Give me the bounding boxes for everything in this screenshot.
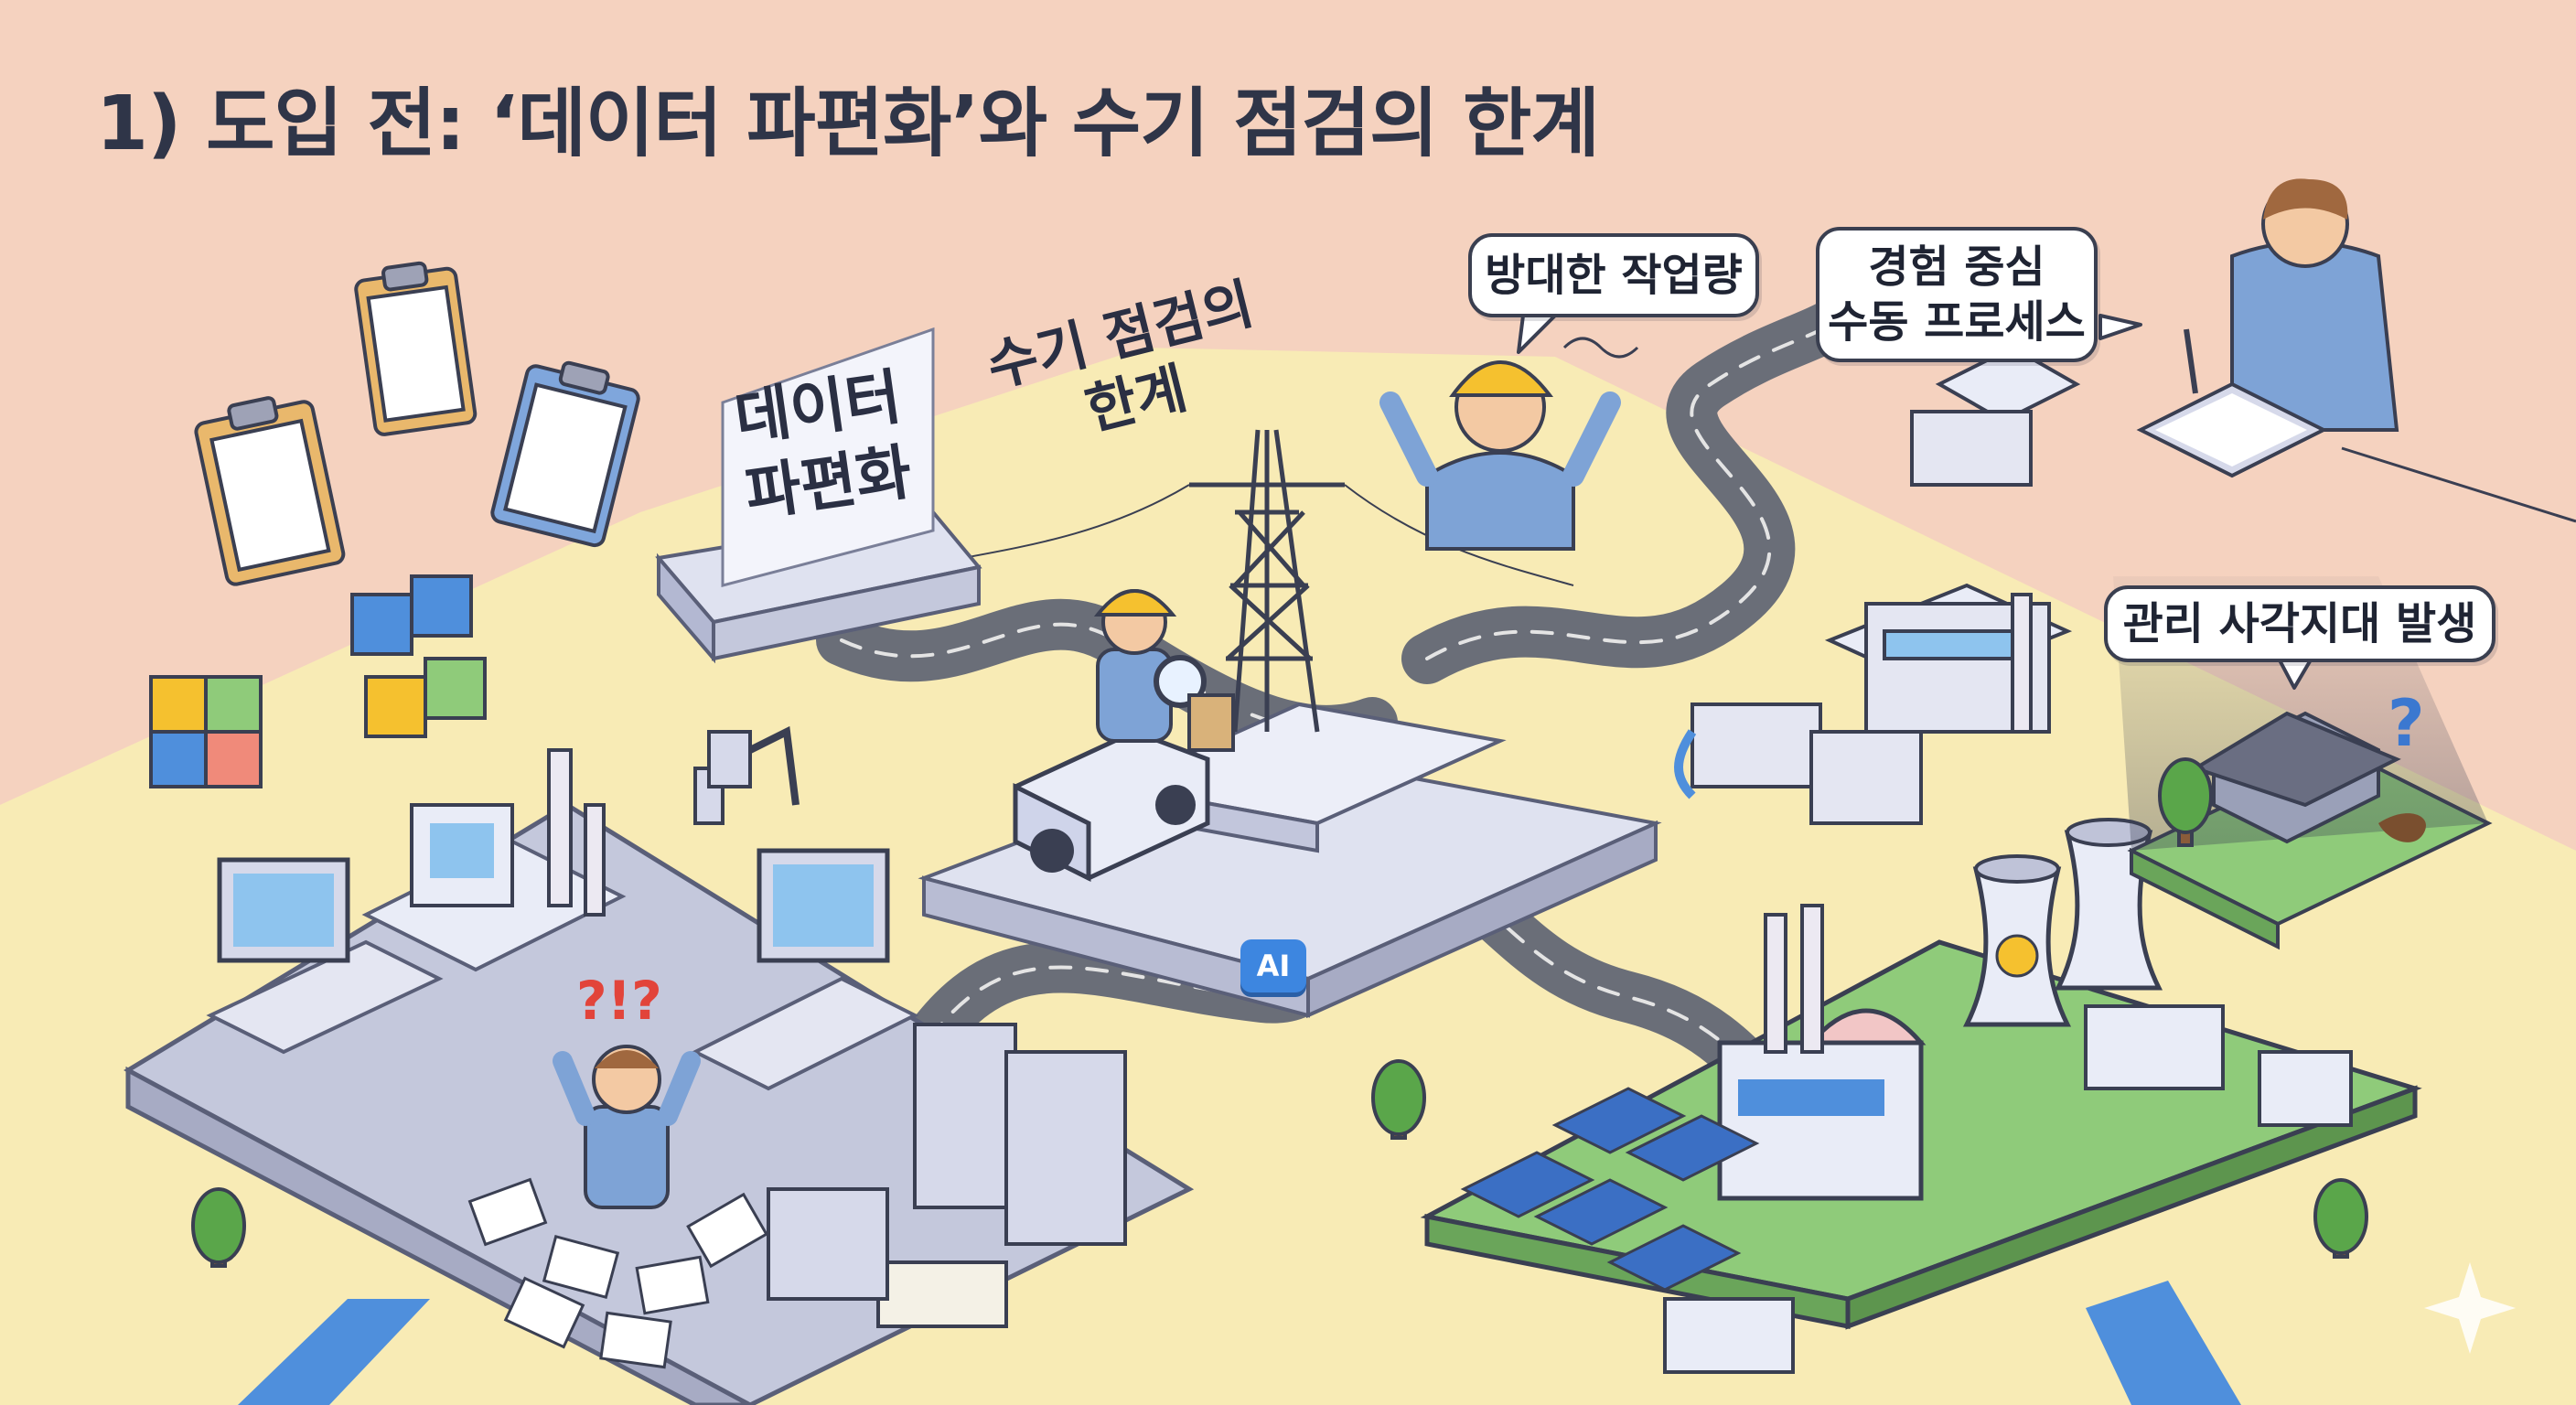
central-hub-platform xyxy=(918,702,1662,1019)
ai-badge: AI xyxy=(1240,939,1306,992)
scattered-papers xyxy=(467,1177,768,1369)
experience-line-1: 경험 중심 xyxy=(1868,241,2045,293)
trees xyxy=(191,757,2368,1268)
puzzle-pieces xyxy=(149,574,487,788)
confusion-marks: ?!? xyxy=(576,970,662,1032)
river-left xyxy=(238,1299,430,1405)
bubble-tail-experience xyxy=(2098,314,2142,340)
blindspot-text: 관리 사각지대 발생 xyxy=(2122,598,2477,649)
workload-bubble: 방대한 작업량 xyxy=(1468,233,1759,317)
experience-line-2: 수동 프로세스 xyxy=(1828,296,2086,348)
blindspot-bubble: 관리 사각지대 발생 xyxy=(2104,585,2496,662)
panicking-office-worker xyxy=(553,1045,701,1209)
factory-cluster xyxy=(1674,345,2081,825)
stressed-worker xyxy=(1379,337,1639,551)
page-title: 1) 도입 전: ‘데이터 파편화’와 수기 점검의 한계 xyxy=(96,80,1600,167)
workload-text: 방대한 작업량 xyxy=(1485,250,1743,301)
experience-bubble: 경험 중심 수동 프로세스 xyxy=(1816,227,2098,362)
inspector-worker xyxy=(1093,589,1235,752)
energy-platform xyxy=(1420,818,2422,1374)
river-right xyxy=(2086,1281,2241,1405)
blindspot-question-mark: ? xyxy=(2388,686,2425,761)
supervisor-with-tablet xyxy=(2136,178,2576,523)
data-fragmentation-label: 데이터 파편화 xyxy=(722,359,924,533)
data-fragmentation-sign xyxy=(655,327,982,664)
sparkle-icon xyxy=(2424,1262,2516,1354)
floating-clipboards xyxy=(194,261,640,586)
robot-arm xyxy=(693,725,800,825)
